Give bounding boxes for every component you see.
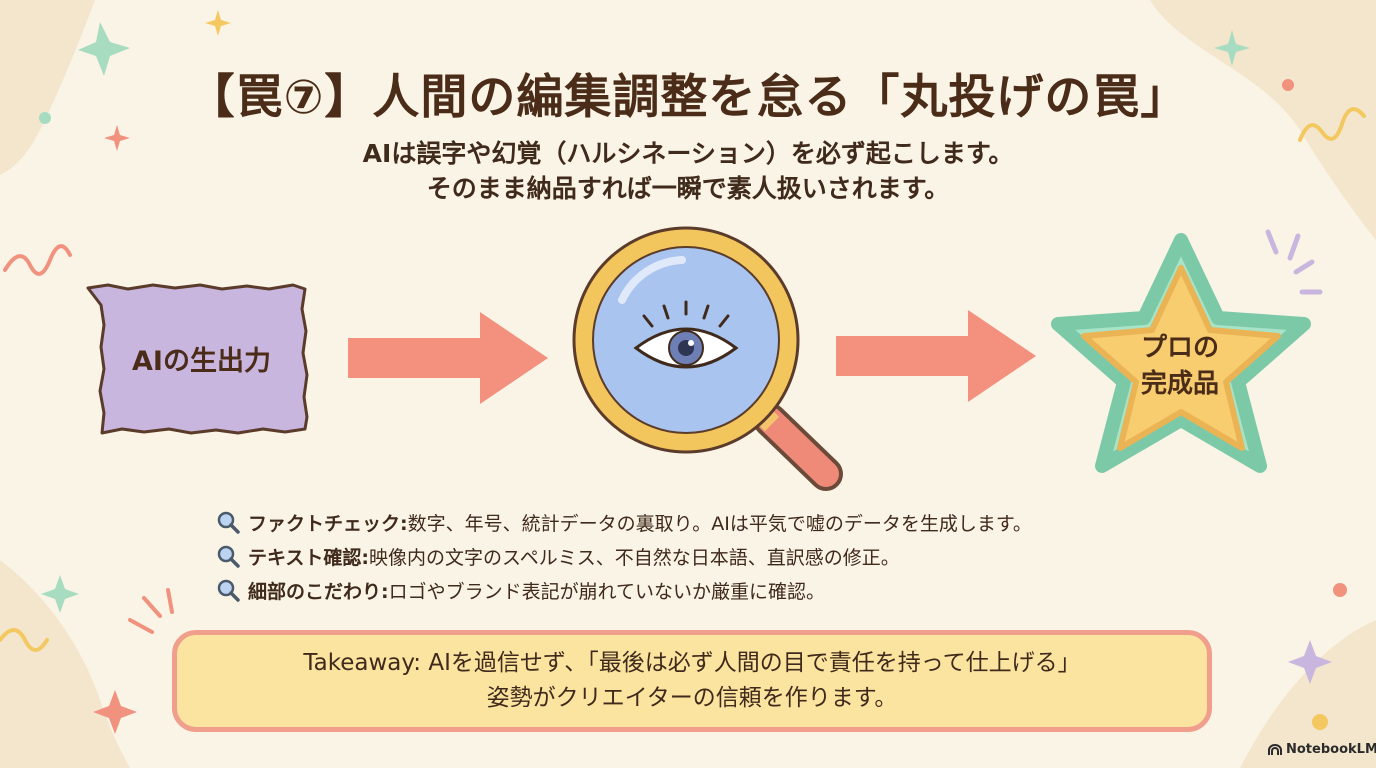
arrow-right-icon [348,312,548,404]
sparkle-icon [1214,30,1250,66]
sparkle-icon [104,125,130,151]
magnifier-icon [217,545,240,568]
raw-output-panel: AIの生出力 [84,283,319,433]
star-icon [1051,233,1311,473]
squiggle [3,244,72,276]
notebooklm-logo-icon [1268,743,1282,755]
checklist-item-text-check: テキスト確認: 映像内の文字のスペルミス、不自然な日本語、直訳感の修正。 [216,539,1316,573]
checklist: ファクトチェック: 数字、年号、統計データの裏取り。AIは平気で嘘のデータを生成… [216,505,1316,607]
corner-blob-bottom-left [0,560,130,768]
subtitle-line-2: そのまま納品すれば一瞬で素人扱いされます。 [426,174,950,203]
checklist-heading: ファクトチェック: [248,512,408,535]
magnifier-icon [217,511,240,534]
finished-label-line-1: プロの [1140,333,1219,363]
raw-output-box [86,283,309,435]
sparkle-icon [93,690,137,734]
takeaway-line-2: 姿勢がクリエイターの信頼を作ります。 [486,685,898,711]
checklist-item-fact-check: ファクトチェック: 数字、年号、統計データの裏取り。AIは平気で嘘のデータを生成… [216,505,1316,539]
corner-blob-top-left [0,0,95,175]
magnifier-eye-icon [572,226,843,491]
sparkle-icon [205,10,231,36]
sparkle-icon [78,22,130,76]
corner-blob-bottom-right [1240,620,1376,768]
rays [128,588,174,634]
magnifier-icon [217,579,240,602]
slide-title: 【罠⑦】人間の編集調整を怠る「丸投げの罠」 [187,70,1189,125]
finished-product-label: プロの 完成品 [1130,330,1230,402]
checklist-item-details: 細部のこだわり: ロゴやブランド表記が崩れていないか厳重に確認。 [216,573,1316,607]
checklist-text: 映像内の文字のスペルミス、不自然な日本語、直訳感の修正。 [369,546,900,569]
rays [1265,229,1323,295]
dot [1312,714,1328,730]
checklist-heading: テキスト確認: [248,546,370,569]
branding: NotebookLM [1268,742,1376,757]
arrow-right-icon [836,310,1036,402]
takeaway-line-1: Takeaway: AIを過信せず、「最後は必ず人間の目で責任を持って仕上げる」 [303,650,1081,676]
corner-blob-top-right [1150,0,1376,240]
branding-label: NotebookLM [1286,742,1376,757]
checklist-text: ロゴやブランド表記が崩れていないか厳重に確認。 [388,580,826,603]
dot [1333,583,1347,597]
subtitle-line-1: AIは誤字や幻覚（ハルシネーション）を必ず起こします。 [362,139,1014,168]
checklist-heading: 細部のこだわり: [248,580,389,603]
dot [39,112,51,124]
squiggle [1298,107,1366,142]
finished-label-line-2: 完成品 [1140,369,1219,399]
dot [1282,79,1294,91]
squiggle [0,628,49,652]
checklist-text: 数字、年号、統計データの裏取り。AIは平気で嘘のデータを生成します。 [407,512,1032,535]
sparkle-icon [41,575,79,613]
sparkle-icon [1288,640,1332,684]
slide-subtitle: AIは誤字や幻覚（ハルシネーション）を必ず起こします。 そのまま納品すれば一瞬で… [0,136,1376,206]
raw-output-label: AIの生出力 [132,345,271,377]
takeaway-box: Takeaway: AIを過信せず、「最後は必ず人間の目で責任を持って仕上げる」… [172,630,1212,732]
